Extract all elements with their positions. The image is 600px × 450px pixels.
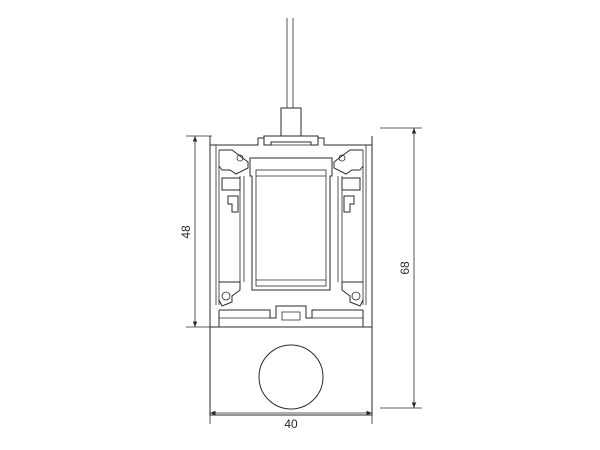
lens-circle: [258, 344, 324, 410]
suspension-cable: [286, 18, 294, 108]
diffuser-housing: [209, 326, 373, 416]
lower-left-bracket: [218, 281, 241, 307]
led-module: [239, 157, 343, 291]
dimension-width: 40: [209, 410, 373, 431]
dimension-height-total: 68: [380, 127, 422, 409]
housing-outer-walls: [209, 136, 373, 328]
lower-right-bracket: [341, 281, 364, 307]
dimension-width-label: 40: [284, 417, 298, 431]
dimension-height-inner: 48: [179, 135, 212, 328]
housing-bottom-rail: [219, 305, 363, 321]
dimension-height-inner-label: 48: [179, 225, 193, 239]
housing-top-rail: [209, 136, 373, 150]
dimension-height-total-label: 68: [398, 261, 412, 275]
cable-mount: [263, 107, 319, 146]
